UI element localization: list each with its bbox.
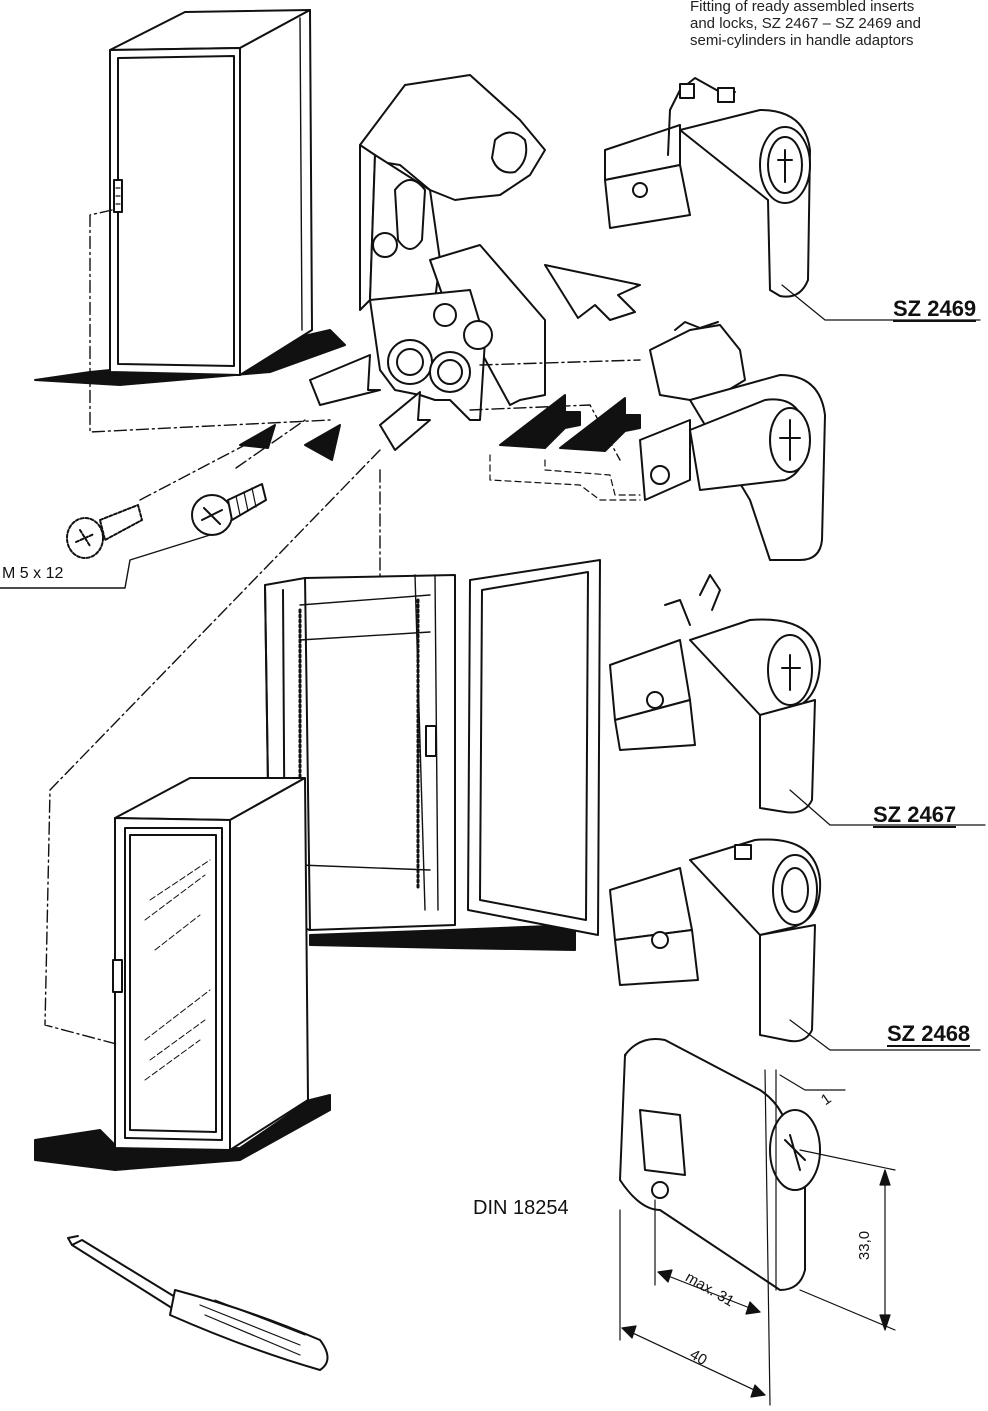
- screw-size-label: M 5 x 12: [2, 565, 64, 582]
- handle-adaptor-illustration: [359, 74, 546, 421]
- insert-sz-2468-illustration: [609, 838, 822, 1043]
- part-label-sz-2469: SZ 2469: [893, 296, 977, 322]
- part-label-sz-2467: SZ 2467: [873, 802, 957, 828]
- insert-sz-2469-illustration: [604, 77, 811, 298]
- din-standard-label: DIN 18254: [473, 1197, 569, 1219]
- screw-dashed-illustration: [66, 504, 143, 559]
- arrow-left-black: [499, 394, 581, 449]
- part-label-sz-2468: SZ 2468: [887, 1021, 971, 1047]
- caption-text: Fitting of ready assembled inserts and l…: [690, 0, 921, 49]
- cabinet-top-illustration: [34, 9, 346, 386]
- cabinet-open-illustration: [264, 559, 601, 951]
- screw-solid-illustration: [191, 483, 267, 536]
- semi-cylinder-din-illustration: [619, 1038, 821, 1291]
- insert-sz-2467-illustration: [609, 574, 821, 814]
- cabinet-glass-illustration: [34, 777, 331, 1171]
- dimension-lines: [619, 1069, 896, 1406]
- arrow-right-black: [559, 397, 641, 452]
- dimension-33-label: 33,0: [856, 1230, 874, 1261]
- insert-direction-arrow: [544, 264, 641, 321]
- insert-large-illustration: [639, 321, 826, 561]
- screwdriver-illustration: [67, 1235, 329, 1371]
